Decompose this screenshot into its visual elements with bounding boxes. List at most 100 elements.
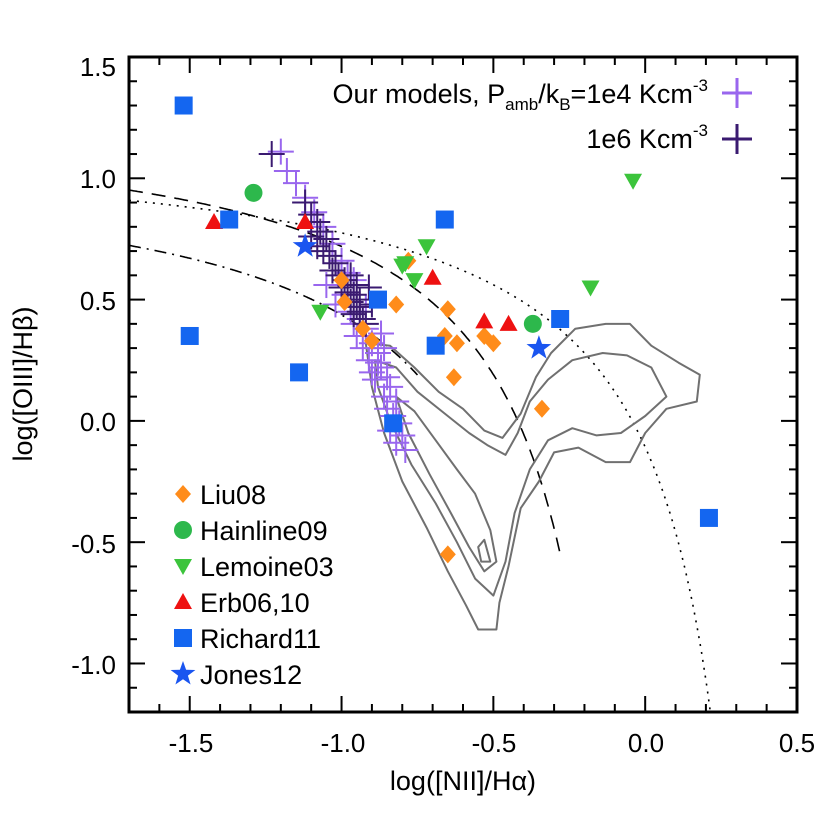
x-tick-labels: -1.5 -1.0 -0.5 0.0 0.5 bbox=[169, 728, 815, 758]
jones12-point bbox=[526, 335, 552, 359]
contour-line bbox=[364, 322, 701, 631]
axis-ticks bbox=[128, 56, 798, 713]
x-tick-label: -1.0 bbox=[321, 728, 366, 758]
lemoine03-legend-label: Lemoine03 bbox=[200, 552, 334, 582]
erb06-10-point bbox=[499, 314, 518, 331]
liu08-point bbox=[388, 295, 405, 314]
richard11-point bbox=[290, 363, 309, 382]
contour-line bbox=[373, 352, 668, 597]
lemoine03-point bbox=[311, 304, 330, 321]
liu08-point bbox=[333, 271, 350, 290]
liu08-point bbox=[448, 334, 465, 353]
erb06-10-point bbox=[423, 268, 442, 285]
y-tick-labels: 1.5 1.0 0.5 0.0 -0.5 -1.0 bbox=[71, 52, 116, 680]
model-1e6-point bbox=[343, 272, 370, 299]
x-tick-label: -1.5 bbox=[169, 728, 214, 758]
richard11-point bbox=[699, 508, 718, 527]
jones12-legend-marker bbox=[170, 661, 196, 685]
model-1e4-legend-marker bbox=[722, 78, 752, 108]
model-1e4-point bbox=[358, 359, 385, 386]
model-1e6-point bbox=[355, 274, 382, 301]
hainline09-point bbox=[523, 314, 542, 333]
redshift-curve bbox=[129, 244, 419, 376]
contour-line bbox=[477, 538, 492, 563]
model-legend-1e6-label: 1e6 Kcm-3 bbox=[586, 121, 708, 154]
model-1e4-point bbox=[389, 422, 416, 449]
model-1e6-point bbox=[292, 189, 319, 216]
richard11-point bbox=[426, 336, 445, 355]
liu08-point bbox=[445, 368, 462, 387]
erb06-10-point bbox=[475, 312, 494, 329]
model-1e6-point bbox=[322, 250, 349, 277]
lemoine03-legend-marker bbox=[174, 559, 192, 575]
model-1e6-point bbox=[316, 242, 343, 269]
x-tick-label: -0.5 bbox=[472, 728, 517, 758]
x-tick-label: 0.0 bbox=[628, 728, 664, 758]
y-tick-label: -1.0 bbox=[71, 650, 116, 680]
model-1e4-point bbox=[371, 335, 398, 362]
liu08-point bbox=[439, 545, 456, 564]
richard11-point bbox=[180, 326, 199, 345]
liu08-point bbox=[336, 293, 353, 312]
x-tick-label: 0.5 bbox=[779, 728, 815, 758]
richard11-point bbox=[174, 96, 193, 115]
liu08-point bbox=[485, 334, 502, 353]
model-1e6-legend-marker bbox=[722, 124, 752, 154]
lemoine03-point bbox=[417, 239, 436, 256]
hainline09-legend-label: Hainline09 bbox=[200, 516, 328, 546]
model-1e4-point bbox=[374, 364, 401, 391]
model-1e4-point bbox=[377, 373, 404, 400]
liu08-point bbox=[439, 300, 456, 319]
model-1e4-point bbox=[313, 272, 340, 299]
y-tick-label: 1.5 bbox=[80, 52, 116, 82]
observations-legend: Liu08Hainline09Lemoine03Erb06,10Richard1… bbox=[170, 480, 334, 690]
model-1e6-point bbox=[298, 201, 325, 228]
erb06-10-legend-label: Erb06,10 bbox=[200, 588, 310, 618]
jones12-legend-label: Jones12 bbox=[200, 660, 302, 690]
model-1e4-point bbox=[283, 170, 309, 197]
x-axis-title: log([NII]/Hα) bbox=[390, 766, 536, 796]
model-1e4-point bbox=[310, 213, 337, 240]
y-tick-label: 0.5 bbox=[80, 286, 116, 316]
liu08-point bbox=[354, 319, 371, 338]
contour-line bbox=[395, 395, 498, 573]
model-1e4-point bbox=[364, 349, 391, 376]
lemoine03-point bbox=[393, 258, 412, 275]
lemoine03-point bbox=[405, 273, 424, 290]
richard11-point bbox=[435, 210, 454, 229]
liu08-point bbox=[533, 399, 550, 418]
kauffmann-curve bbox=[129, 189, 561, 555]
kewley-curve bbox=[129, 199, 712, 712]
sdss-contours bbox=[364, 322, 701, 631]
richard11-legend-label: Richard11 bbox=[200, 624, 321, 654]
y-tick-label: 1.0 bbox=[80, 164, 116, 194]
richard11-point bbox=[368, 290, 387, 309]
model-1e4-point bbox=[361, 366, 388, 393]
erb06-10-point bbox=[205, 212, 224, 229]
hainline09-point bbox=[244, 183, 263, 202]
demarcation-curves bbox=[129, 189, 712, 712]
liu08-point bbox=[363, 331, 380, 350]
richard11-legend-marker bbox=[174, 629, 192, 647]
model-1e6-point bbox=[310, 238, 337, 265]
richard11-point bbox=[551, 310, 570, 328]
liu08-legend-marker bbox=[175, 485, 191, 503]
y-axis-title: log([OIII]/Hβ) bbox=[8, 306, 38, 461]
model-1e6-point bbox=[319, 257, 346, 284]
observed-points bbox=[174, 96, 718, 564]
model-legend-1e4-label: Our models, Pamb/kB=1e4 Kcm-3 bbox=[333, 76, 708, 114]
model-1e6-point bbox=[258, 141, 285, 168]
richard11-point bbox=[220, 210, 239, 229]
erb06-10-legend-marker bbox=[174, 593, 192, 609]
liu08-legend-label: Liu08 bbox=[200, 480, 266, 510]
model-1e4-point bbox=[371, 383, 398, 410]
jones12-point bbox=[292, 233, 318, 257]
hainline09-legend-marker bbox=[174, 521, 192, 539]
lemoine03-point bbox=[624, 173, 643, 190]
erb06-10-point bbox=[296, 212, 315, 229]
model-1e4-point bbox=[392, 437, 419, 463]
richard11-point bbox=[384, 414, 403, 433]
lemoine03-point bbox=[581, 280, 600, 297]
y-tick-label: -0.5 bbox=[71, 529, 116, 559]
